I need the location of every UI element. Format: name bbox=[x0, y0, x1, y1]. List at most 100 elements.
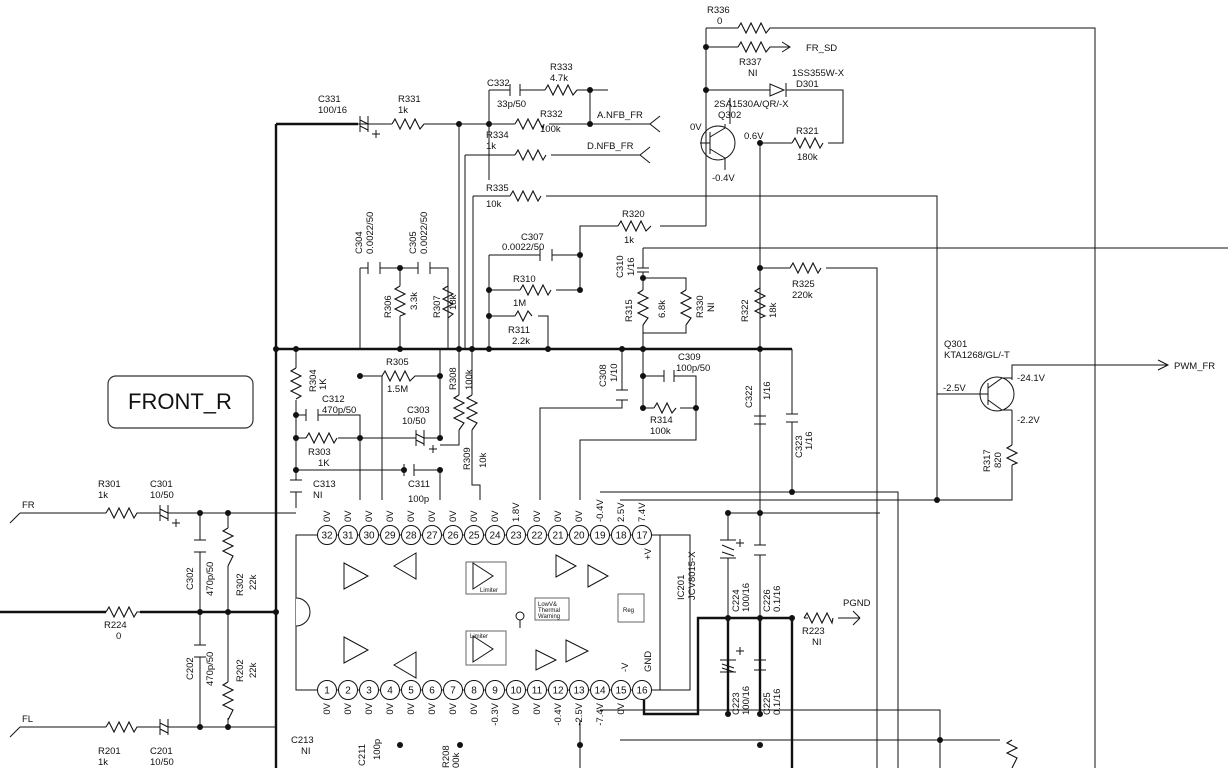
label-c304: C304 bbox=[354, 231, 365, 254]
arrow-connectors bbox=[639, 41, 1170, 626]
ic-pin-voltage: -2.5V bbox=[574, 702, 585, 725]
ic-pin-18 bbox=[611, 525, 631, 545]
label-c308-value: 1/10 bbox=[609, 364, 620, 383]
ic-pin-voltage: 2.5V bbox=[616, 502, 627, 522]
net-fr-sd: FR_SD bbox=[806, 43, 837, 54]
ic-pin-number: 24 bbox=[489, 531, 501, 542]
label-r208-value: 00k bbox=[451, 752, 462, 768]
label-r310-value: 1M bbox=[513, 298, 526, 309]
label-r309: R309 bbox=[462, 447, 473, 470]
diode-d301 bbox=[769, 83, 787, 97]
ic-pin-28 bbox=[401, 525, 421, 545]
label-r306: R306 bbox=[383, 295, 394, 318]
label-r315: R315 bbox=[624, 299, 635, 322]
component-labels: R336 0 R337 NI 1SS355W-X D301 2SA1530A/Q… bbox=[98, 5, 1046, 768]
label-r201-value: 1k bbox=[98, 757, 108, 768]
ic-pin-number: 3 bbox=[366, 686, 372, 697]
ic201-body bbox=[295, 534, 661, 691]
ic-pin-number: 26 bbox=[447, 531, 459, 542]
label-c308: C308 bbox=[598, 364, 609, 387]
ic-pin-voltage: 0V bbox=[364, 702, 375, 714]
label-r308-value: 100k bbox=[464, 369, 475, 390]
ic-pin-19 bbox=[590, 525, 610, 545]
label-r321: R321 bbox=[796, 126, 819, 137]
label-c311: C311 bbox=[408, 479, 430, 490]
label-r303: R303 bbox=[308, 447, 331, 458]
label-r333-value: 4.7k bbox=[550, 73, 568, 84]
ic-pin-number: 19 bbox=[594, 531, 606, 542]
label-r333: R333 bbox=[550, 62, 573, 73]
net-dnfb: D.NFB_FR bbox=[587, 141, 634, 152]
ic-pin-number: 28 bbox=[405, 531, 417, 542]
label-r223-value: NI bbox=[812, 637, 822, 648]
ic-pin-voltage: 1.8V bbox=[511, 502, 522, 522]
label-r311-value: 2.2k bbox=[512, 336, 530, 347]
label-c307: C307 bbox=[521, 232, 544, 243]
label-c225-value: 0.1/16 bbox=[772, 689, 783, 715]
label-r321-value: 180k bbox=[797, 152, 818, 163]
label-r322: R322 bbox=[740, 299, 751, 322]
ic-pin-30 bbox=[359, 525, 379, 545]
label-r335: R335 bbox=[486, 183, 509, 194]
label-r305: R305 bbox=[386, 357, 409, 368]
ic-pin-voltage: 0V bbox=[490, 510, 501, 522]
ic-pin-voltage: 0V bbox=[532, 702, 543, 714]
ic-pin-voltage: 0V bbox=[343, 510, 354, 522]
label-c303: C303 bbox=[407, 405, 430, 416]
label-r304: R304 bbox=[308, 369, 319, 392]
ic-pin-32 bbox=[317, 525, 337, 545]
ic-pin-voltage: 0V bbox=[469, 702, 480, 714]
label-q302: Q302 bbox=[718, 110, 741, 121]
ic-pin-number: 21 bbox=[552, 531, 564, 542]
ic-pin-15 bbox=[611, 680, 631, 700]
label-c312-value: 470p/50 bbox=[322, 405, 356, 416]
label-c223-value: 100/16 bbox=[741, 686, 752, 715]
ic-pin-voltage: 0V bbox=[469, 510, 480, 522]
label-r310: R310 bbox=[513, 274, 536, 285]
ic-pin-voltage: 0V bbox=[574, 510, 585, 522]
label-c309: C309 bbox=[678, 352, 701, 363]
ic-pin-21 bbox=[548, 525, 568, 545]
label-r202-value: 22k bbox=[248, 662, 259, 678]
label-r320: R320 bbox=[622, 209, 645, 220]
ic-pin-voltage: 0V bbox=[448, 510, 459, 522]
label-c312: C312 bbox=[322, 394, 345, 405]
ic-pin-number: 27 bbox=[426, 531, 438, 542]
ic-pin-25 bbox=[464, 525, 484, 545]
ic-pin-voltage: -0.4V bbox=[595, 499, 606, 522]
ic-pin-number: 29 bbox=[384, 531, 396, 542]
label-r307: R307 bbox=[432, 295, 443, 318]
label-r309-value: 10k bbox=[478, 452, 489, 468]
ic-pin-number: 32 bbox=[321, 531, 333, 542]
label-q301-m25: -2.5V bbox=[943, 383, 966, 394]
net-anfb: A.NFB_FR bbox=[597, 110, 643, 121]
ic-pin-voltage: 0V bbox=[385, 510, 396, 522]
ic-pin-16 bbox=[632, 680, 652, 700]
ic-pin-23 bbox=[506, 525, 526, 545]
label-r314-value: 100k bbox=[650, 426, 671, 437]
ic-pin-5 bbox=[401, 680, 421, 700]
ic-pin-7 bbox=[443, 680, 463, 700]
label-r337-value: NI bbox=[748, 68, 758, 79]
label-r306-value: 3.3k bbox=[409, 292, 420, 310]
label-r202: R202 bbox=[235, 659, 246, 682]
label-c322-value: 1/16 bbox=[762, 382, 773, 401]
label-c322: C322 bbox=[744, 385, 755, 408]
ic-pin-number: 11 bbox=[532, 686, 543, 697]
label-r224-value: 0 bbox=[116, 631, 121, 642]
label-c331: C331 bbox=[318, 94, 341, 105]
ic-pin-minusv: -V bbox=[620, 662, 631, 672]
label-r303-value: 1K bbox=[318, 458, 330, 469]
label-c225: C225 bbox=[762, 692, 773, 715]
ic-pin-number: 14 bbox=[594, 686, 606, 697]
ic-pin-number: 5 bbox=[408, 686, 414, 697]
label-r304-value: 1K bbox=[318, 378, 329, 390]
ic-part: JCV8015-X bbox=[687, 551, 698, 600]
ic-pin-voltage: 0V bbox=[616, 702, 627, 714]
page-title: FRONT_R bbox=[128, 389, 232, 414]
label-r307-value: 18k bbox=[448, 294, 459, 310]
ic-pin-number: 7 bbox=[450, 686, 456, 697]
label-r330-value: NI bbox=[706, 303, 717, 313]
label-q302-part: 2SA1530A/QR/-X bbox=[714, 99, 789, 110]
transistor-q301 bbox=[979, 376, 1015, 412]
